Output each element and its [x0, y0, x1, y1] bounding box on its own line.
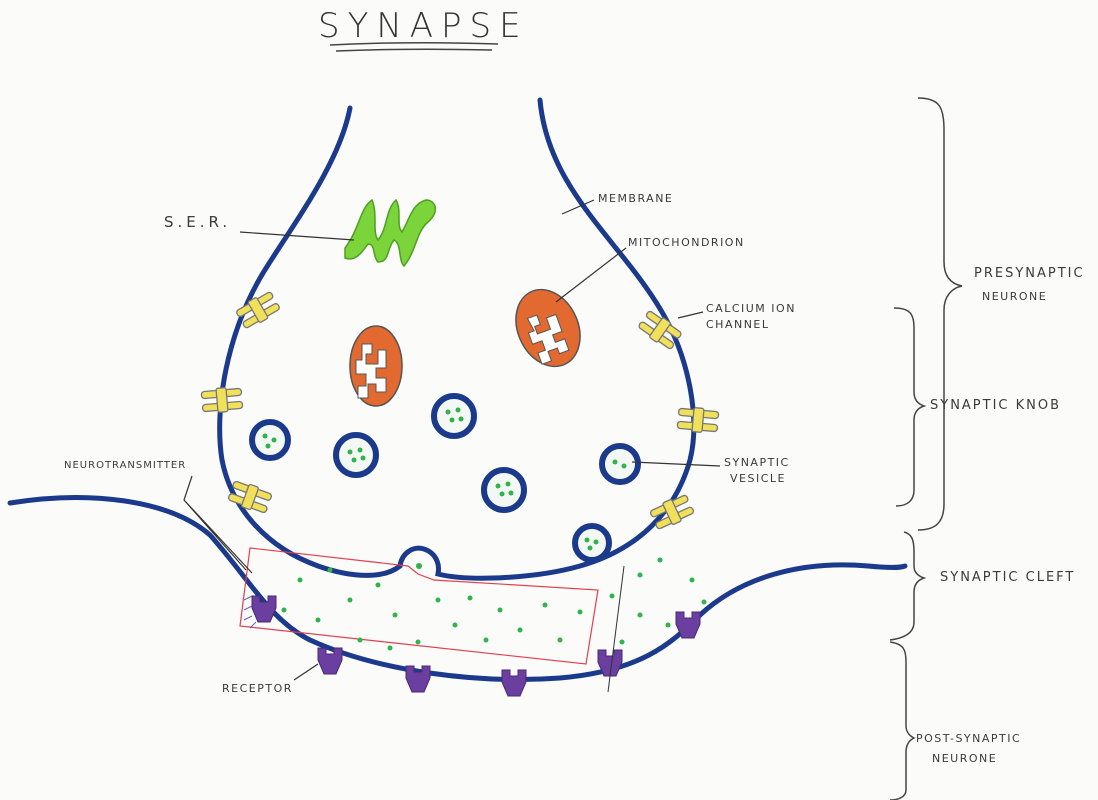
fusing-vesicle-dot — [416, 563, 422, 569]
receptor — [597, 649, 623, 677]
receptors — [251, 595, 701, 697]
receptor — [675, 611, 701, 639]
receptor — [251, 595, 277, 623]
postsynaptic-label-2: NEURONE — [932, 752, 998, 765]
calcium-channel — [200, 387, 244, 413]
membrane-label: MEMBRANE — [598, 192, 674, 205]
presynaptic-label-1: PRESYNAPTIC — [974, 266, 1085, 281]
synaptic-vesicles — [249, 393, 641, 563]
region-braces — [889, 97, 963, 800]
synaptic-vesicle-label-1: SYNAPTIC — [724, 456, 790, 469]
highlight-box — [239, 547, 599, 665]
cleft-marker-line — [607, 565, 625, 693]
calcium-channel — [227, 480, 273, 514]
calcium-channel-label-2: CHANNEL — [706, 318, 770, 331]
synaptic-vesicle — [572, 523, 612, 563]
mitochondrion-pointer — [555, 247, 627, 303]
receptor — [405, 665, 431, 693]
calcium-channel — [676, 407, 720, 433]
ser-pointer — [239, 231, 355, 241]
membrane-pointer — [561, 199, 595, 215]
neurotransmitter-pointer — [183, 475, 253, 574]
synaptic-vesicle — [431, 393, 477, 439]
mitochondrion-right — [515, 288, 581, 368]
title-underline — [329, 41, 499, 52]
vesicle-pointer — [631, 461, 721, 467]
synaptic-vesicle — [249, 419, 291, 461]
synaptic-knob-label: SYNAPTIC KNOB — [930, 398, 1062, 413]
brace-synaptic-knob — [893, 307, 927, 507]
presynaptic-label-2: NEURONE — [982, 290, 1048, 303]
synaptic-vesicle — [333, 432, 379, 478]
mitochondrion-left — [349, 325, 403, 407]
postsynaptic-membrane — [7, 495, 908, 682]
calcium-channel — [638, 310, 682, 350]
mitochondrion-label: MITOCHONDRION — [628, 236, 745, 249]
brace-synaptic-cleft — [889, 531, 927, 641]
calcium-channel — [236, 291, 280, 329]
receptor — [317, 647, 343, 675]
synaptic-vesicle-label-2: VESICLE — [730, 472, 786, 485]
synaptic-cleft-label: SYNAPTIC CLEFT — [940, 570, 1076, 585]
presynaptic-membrane — [217, 97, 697, 581]
brace-postsynaptic — [889, 641, 916, 800]
synaptic-vesicle — [481, 467, 527, 513]
pointer-lines — [183, 199, 721, 681]
calcium-channels — [200, 291, 720, 530]
neurotransmitter-label: NEUROTRANSMITTER — [64, 460, 187, 471]
brace-presynaptic — [917, 97, 963, 531]
highlight-box-hatch — [243, 595, 257, 629]
receptor — [501, 669, 527, 697]
postsynaptic-label-1: POST-SYNAPTIC — [916, 732, 1022, 745]
diagram-title: SYNAPSE — [318, 6, 529, 46]
synaptic-vesicle — [599, 443, 641, 485]
calcium-pointer — [677, 311, 704, 319]
cleft-neurotransmitters — [281, 557, 707, 651]
calcium-channel-label-1: CALCIUM ION — [706, 302, 796, 315]
calcium-channel — [649, 494, 695, 530]
ser — [344, 198, 437, 268]
receptor-pointer — [293, 663, 319, 681]
ser-label: S.E.R. — [164, 213, 232, 231]
receptor-label: RECEPTOR — [222, 682, 293, 695]
